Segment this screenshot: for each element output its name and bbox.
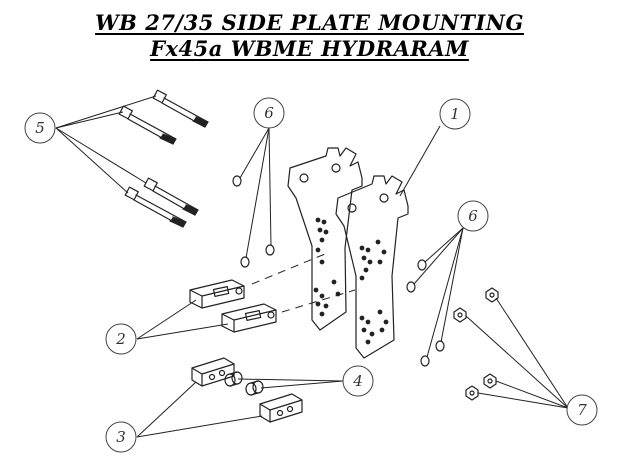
callout-label-4: 4 bbox=[352, 372, 363, 390]
bolt-4 bbox=[124, 186, 187, 228]
spacers bbox=[224, 371, 264, 396]
callout-label-7: 7 bbox=[577, 401, 587, 419]
bracket-upper bbox=[189, 279, 245, 309]
alignment-lines bbox=[251, 253, 356, 313]
bracket-lower bbox=[221, 303, 277, 333]
callout-bubble-6-left bbox=[253, 97, 285, 129]
block-upper bbox=[191, 357, 235, 387]
callout-bubble-7 bbox=[566, 394, 598, 426]
washers-right bbox=[406, 259, 445, 367]
callout-label-3: 3 bbox=[116, 428, 126, 446]
side-plate-rear bbox=[287, 147, 363, 331]
callout-label-1: 1 bbox=[450, 105, 460, 123]
nuts bbox=[453, 287, 499, 401]
callout-bubble-4 bbox=[342, 365, 374, 397]
bolt-1 bbox=[152, 89, 209, 128]
callout-bubble-5 bbox=[24, 112, 56, 144]
callout-label-2: 2 bbox=[115, 330, 126, 348]
side-plate-front bbox=[335, 175, 409, 359]
title-line-1: WB 27/35 SIDE PLATE MOUNTING bbox=[95, 10, 524, 35]
callout-label-6-right: 6 bbox=[468, 207, 478, 225]
callout-bubble-3 bbox=[105, 421, 137, 453]
bolt-3 bbox=[143, 177, 199, 216]
callout-bubble-1 bbox=[439, 98, 471, 130]
leader-lines bbox=[55, 95, 569, 438]
bolt-2 bbox=[118, 105, 177, 145]
callout-label-6-left: 6 bbox=[264, 104, 274, 122]
washers-left bbox=[232, 175, 275, 268]
block-lower bbox=[259, 393, 303, 423]
callout-bubble-6-right bbox=[457, 200, 489, 232]
title-line-2: Fx45a WBME HYDRARAM bbox=[150, 36, 469, 61]
callout-bubble-2 bbox=[105, 323, 137, 355]
callout-label-5: 5 bbox=[35, 119, 45, 137]
